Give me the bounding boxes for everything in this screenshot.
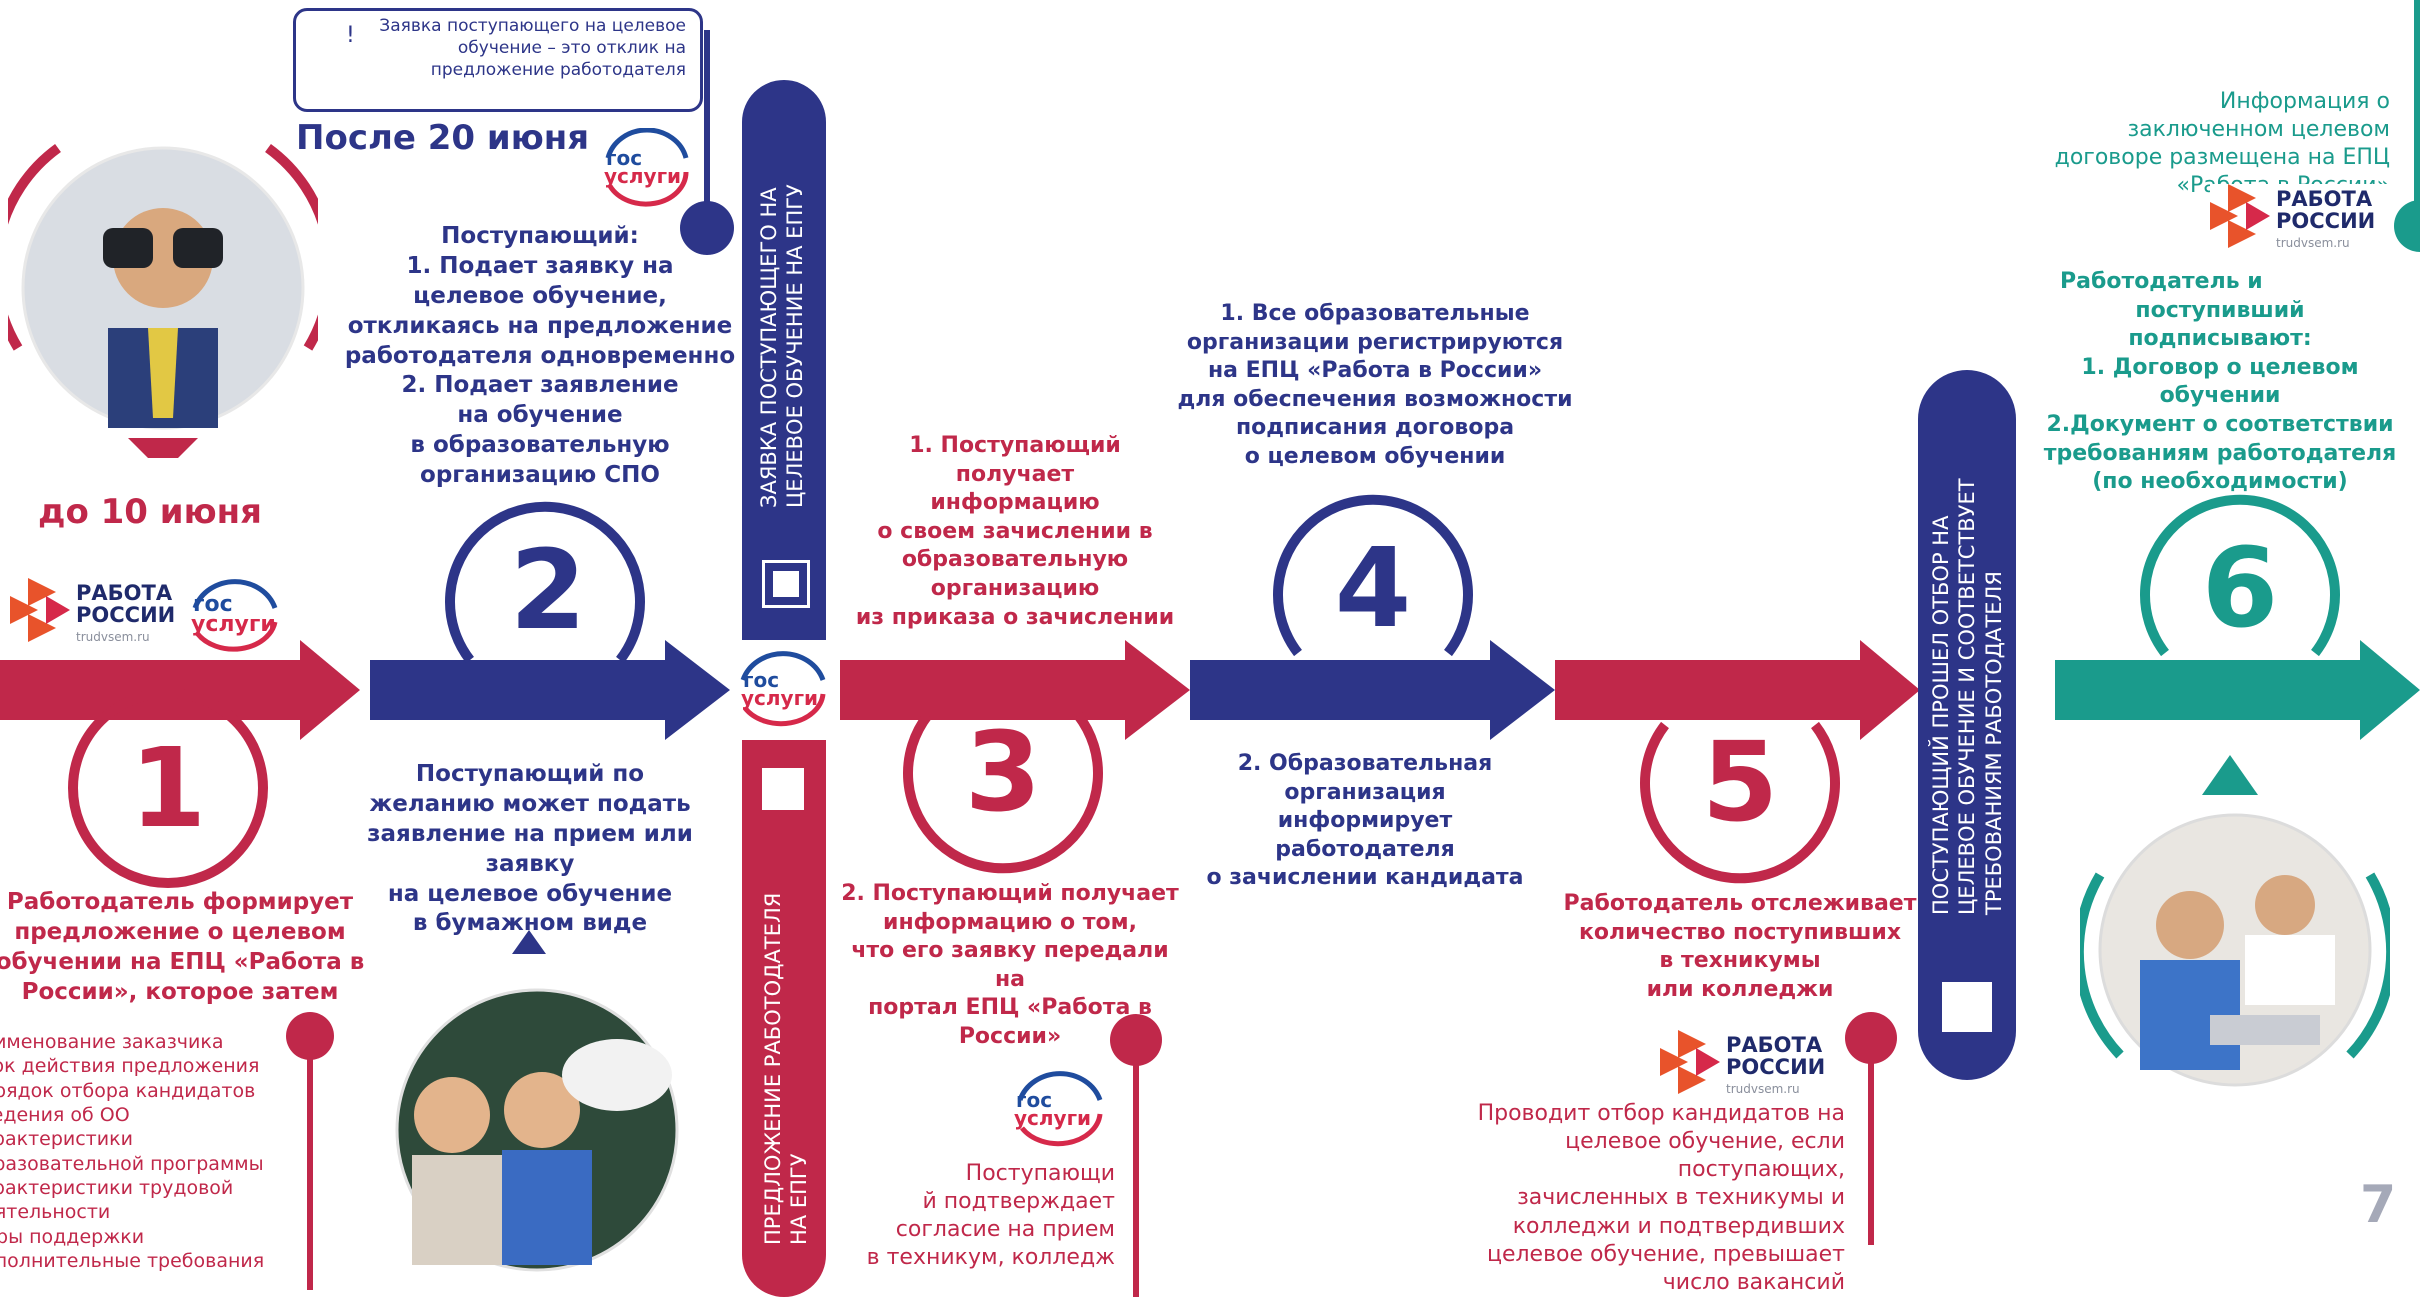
photo-binoculars	[8, 143, 318, 458]
step-1-list-item: дополнительные требования	[0, 1249, 265, 1272]
callout-mark: !	[346, 23, 355, 48]
step-1-list: наименование заказчика срок действия пре…	[0, 1030, 270, 1297]
bar-down-red	[742, 740, 826, 1297]
step-6-circle-open	[2140, 494, 2340, 657]
logo-gosuslugi-1: гос услуги	[185, 578, 285, 658]
step-1-title: Работодатель формирует предложение о цел…	[0, 889, 365, 1005]
arrow-2	[370, 640, 730, 740]
pin-3	[1110, 1014, 1162, 1297]
gosuslugi-arc-icon	[605, 128, 689, 207]
gosuslugi-arc-icon	[740, 651, 826, 727]
bar-up-text: ЗАЯВКА ПОСТУПАЮЩЕГО НА ЦЕЛЕВОЕ ОБУЧЕНИЕ …	[757, 184, 808, 508]
step-1-list-item: образовательной программы	[0, 1152, 264, 1175]
callout-text: Заявка поступающего на целевое обучение …	[379, 16, 686, 81]
pin-1	[286, 1012, 334, 1290]
step-1-list-item: меры поддержки	[0, 1225, 145, 1248]
gosuslugi-arc-icon	[1017, 1071, 1103, 1147]
rr-logo-icon	[2210, 184, 2270, 248]
bar-tall-navy	[1918, 370, 2016, 1080]
step-3-number: 3	[964, 708, 1042, 836]
rr-logo-icon	[10, 578, 70, 642]
logo-gosuslugi-3: гос услуги	[1010, 1070, 1110, 1150]
arrow-5	[1555, 640, 1920, 740]
date-before: до 10 июня	[37, 492, 262, 532]
step-1-list-item: срок действия предложения	[0, 1055, 260, 1078]
logo-gosuslugi-2: гос услуги	[600, 128, 692, 208]
logo-gosuslugi-center: гос услуги	[733, 650, 833, 730]
step-1-list-item: порядок отбора кандидатов	[0, 1079, 256, 1102]
step-5-number: 5	[1701, 718, 1779, 846]
step-5-circle-open	[1640, 721, 1840, 884]
step-3-circle-open	[903, 711, 1103, 874]
step-1-list-item: характеристики трудовой	[0, 1176, 234, 1199]
process-arrows	[0, 640, 2420, 740]
photo-team	[2080, 755, 2390, 1087]
step-6-number: 6	[2201, 524, 2279, 652]
step-1-list-item: сведения об ОО	[0, 1103, 130, 1126]
step-2-circle-open	[445, 501, 645, 664]
callout-box: ! Заявка поступающего на целевое обучени…	[293, 8, 703, 112]
pin-6	[2394, 0, 2420, 252]
rr-logo-icon	[1660, 1030, 1720, 1094]
bar-up-navy	[742, 80, 826, 640]
bar-down-text: ПРЕДЛОЖЕНИЕ РАБОТОДАТЕЛЯ НА ЕПГУ	[761, 892, 812, 1245]
bar-down-square	[762, 768, 804, 810]
step-1-list-item: наименование заказчика	[0, 1031, 224, 1053]
step-4-circle-open	[1273, 494, 1473, 657]
page-number: 7	[2360, 1175, 2397, 1235]
step-4-number: 4	[1334, 524, 1412, 652]
bar-tall-square	[1942, 982, 1992, 1032]
pin-5	[1845, 1012, 1897, 1245]
arrow-4	[1190, 640, 1555, 740]
photo-students	[395, 988, 679, 1272]
bar-up-square	[762, 560, 810, 608]
bar-tall-text: ПОСТУПАЮЩИЙ ПРОШЕЛ ОТБОР НА ЦЕЛЕВОЕ ОБУЧ…	[1929, 478, 2006, 915]
arrow-6	[2055, 640, 2420, 740]
step-1-list-item: деятельности	[0, 1201, 111, 1224]
gosuslugi-arc-icon	[192, 579, 278, 652]
step-1-list-item: ...	[0, 1273, 270, 1297]
up-triangle-2	[512, 930, 546, 954]
step-1-list-item: характеристики	[0, 1128, 133, 1151]
step-2-number: 2	[509, 526, 587, 654]
pin-callout	[680, 30, 734, 255]
step-1-number: 1	[68, 688, 268, 888]
date-after: После 20 июня	[296, 118, 590, 158]
